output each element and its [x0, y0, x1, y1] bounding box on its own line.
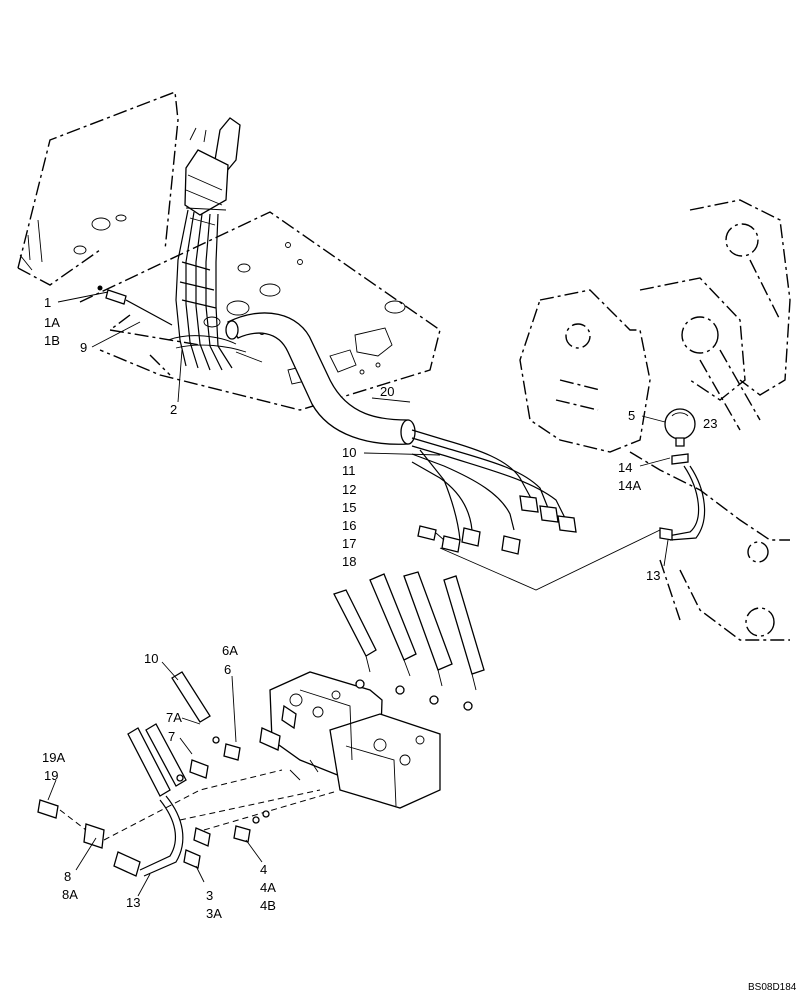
callout-1b: 1B — [44, 333, 60, 348]
callout-9: 9 — [80, 340, 87, 355]
joystick-valve — [184, 117, 241, 226]
callout-3: 3 — [206, 888, 213, 903]
callout-10-upper: 10 — [342, 445, 356, 460]
pilot-fitting — [97, 285, 173, 326]
callout-13-upper: 13 — [646, 568, 660, 583]
callout-20: 20 — [380, 384, 394, 399]
callout-1a: 1A — [44, 315, 60, 330]
callout-13-lower: 13 — [126, 895, 140, 910]
callout-12: 12 — [342, 482, 356, 497]
callout-14: 14 — [618, 460, 632, 475]
valve-return-hoses — [37, 671, 335, 877]
callout-6a: 6A — [222, 643, 238, 658]
callout-15: 15 — [342, 500, 356, 515]
hose-harness — [411, 429, 577, 555]
callout-11: 11 — [342, 463, 356, 478]
callout-10-lower: 10 — [144, 651, 158, 666]
callout-4: 4 — [260, 862, 267, 877]
callout-16: 16 — [342, 518, 356, 533]
callout-8: 8 — [64, 869, 71, 884]
callout-4b: 4B — [260, 898, 276, 913]
callout-6: 6 — [224, 662, 231, 677]
callout-19: 19 — [44, 768, 58, 783]
callout-1: 1 — [44, 295, 51, 310]
callout-7: 7 — [168, 729, 175, 744]
callout-labels: 1 1A 1B 9 2 20 10 11 12 15 16 17 18 5 23… — [42, 295, 797, 993]
accumulator — [659, 408, 706, 541]
control-valve — [259, 671, 441, 809]
loader-frame — [519, 199, 791, 641]
callout-19a: 19A — [42, 750, 65, 765]
callout-17: 17 — [342, 536, 356, 551]
callout-3a: 3A — [206, 906, 222, 921]
callout-14a: 14A — [618, 478, 641, 493]
protective-sleeve — [225, 312, 416, 445]
floor-plate — [79, 211, 441, 411]
callout-7a: 7A — [166, 710, 182, 725]
callout-4a: 4A — [260, 880, 276, 895]
callout-23: 23 — [703, 416, 717, 431]
callout-5: 5 — [628, 408, 635, 423]
callout-18: 18 — [342, 554, 356, 569]
valve-supply-hoses — [333, 571, 485, 711]
leader-lines — [47, 291, 671, 897]
callout-8a: 8A — [62, 887, 78, 902]
pilot-hose-bundle — [167, 209, 263, 371]
cab-wall-panel — [17, 91, 179, 286]
callout-2: 2 — [170, 402, 177, 417]
drawing-code: BS08D184 — [748, 982, 797, 993]
connection-lines — [439, 529, 661, 591]
